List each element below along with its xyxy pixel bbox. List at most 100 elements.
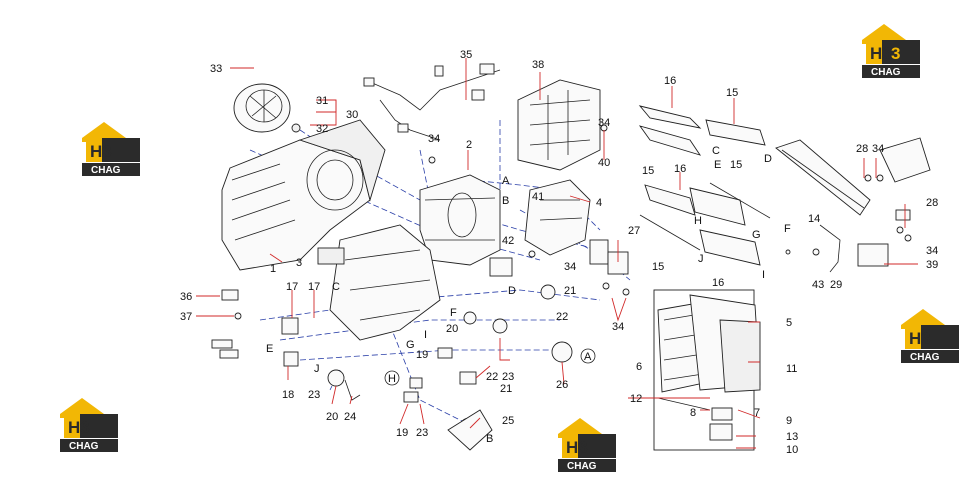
callout-25: 25 xyxy=(502,415,514,427)
callout-19-a: 19 xyxy=(416,349,428,361)
callout-17-b: 17 xyxy=(308,281,320,293)
callout-34-b: 34 xyxy=(598,117,610,129)
callout-40: 40 xyxy=(598,157,610,169)
letter-C-1: C xyxy=(332,281,340,293)
callout-15-a: 15 xyxy=(726,87,738,99)
svg-text:CHAG: CHAG xyxy=(69,441,99,452)
letter-G-2: G xyxy=(752,229,761,241)
letter-E-2: E xyxy=(714,159,721,171)
letter-H-2: H xyxy=(694,215,702,227)
letter-I-1: I xyxy=(424,329,427,341)
callout-16-c: 16 xyxy=(712,277,724,289)
watermark-logo-top-right: H3 3 CHAG xyxy=(862,24,920,78)
callout-21-a: 21 xyxy=(564,285,576,297)
letter-D-2: D xyxy=(764,153,772,165)
callout-29: 29 xyxy=(830,279,842,291)
small-parts xyxy=(211,124,912,451)
callout-4: 4 xyxy=(596,197,602,209)
callout-23-b: 23 xyxy=(502,371,514,383)
letter-F-1: F xyxy=(450,307,457,319)
letter-I-2: I xyxy=(762,269,765,281)
callout-19-b: 19 xyxy=(396,427,408,439)
letter-A-circle xyxy=(580,348,596,364)
callout-2: 2 xyxy=(466,139,472,151)
callout-20-b: 20 xyxy=(326,411,338,423)
blower-motor-part-33 xyxy=(233,83,301,133)
svg-text:H3: H3 xyxy=(90,142,112,161)
watermark-logo-left: H3 CHAG xyxy=(82,122,140,176)
callout-30: 30 xyxy=(346,109,358,121)
callout-24: 24 xyxy=(344,411,356,423)
callout-28-a: 28 xyxy=(856,143,868,155)
letter-H-circle xyxy=(384,370,400,386)
callout-43: 43 xyxy=(812,279,824,291)
callout-34-d: 34 xyxy=(926,245,938,257)
svg-text:CHAG: CHAG xyxy=(871,67,901,78)
filter-panels xyxy=(638,105,771,266)
callout-33: 33 xyxy=(210,63,222,75)
svg-text:H3: H3 xyxy=(909,329,931,348)
svg-text:CHAG: CHAG xyxy=(910,352,940,363)
module-part-42 xyxy=(489,257,513,277)
svg-text:CHAG: CHAG xyxy=(91,165,121,176)
cable-part-29 xyxy=(819,224,841,273)
letter-E-1: E xyxy=(266,343,273,355)
callout-18: 18 xyxy=(282,389,294,401)
callout-42: 42 xyxy=(502,235,514,247)
letter-B-2: B xyxy=(486,433,493,445)
callout-6: 6 xyxy=(636,361,642,373)
callout-16-b: 16 xyxy=(674,163,686,175)
callout-9: 9 xyxy=(786,415,792,427)
callout-11: 11 xyxy=(786,363,797,375)
callout-41: 41 xyxy=(532,191,544,203)
callout-28-b: 28 xyxy=(926,197,938,209)
leader-lines xyxy=(196,58,918,449)
lower-housing-assembly xyxy=(317,224,441,341)
callout-34-a: 34 xyxy=(428,133,440,145)
callout-15-b: 15 xyxy=(642,165,654,177)
callout-17-a: 17 xyxy=(286,281,298,293)
callout-numbers: 1 2 3 4 5 6 7 8 9 10 11 12 13 14 15 15 1… xyxy=(180,49,938,456)
callout-21-b: 21 xyxy=(500,383,512,395)
reference-letters: A A B B C C D D E E F F G G H H I I J J xyxy=(266,145,791,445)
wiring-harness-part-35 xyxy=(363,63,501,141)
callout-8: 8 xyxy=(690,407,696,419)
actuator-part-4 xyxy=(524,179,591,256)
callout-20-a: 20 xyxy=(446,323,458,335)
callout-15-c: 15 xyxy=(730,159,742,171)
callout-13: 13 xyxy=(786,431,798,443)
svg-text:H3: H3 xyxy=(870,44,892,63)
callout-34-f: 34 xyxy=(612,321,624,333)
letter-H-1: H xyxy=(388,373,396,385)
callout-34-c: 34 xyxy=(872,143,884,155)
callout-23-a: 23 xyxy=(308,389,320,401)
callout-5: 5 xyxy=(786,317,792,329)
callout-14: 14 xyxy=(808,213,820,225)
callout-39: 39 xyxy=(926,259,938,271)
svg-text:3: 3 xyxy=(891,44,900,63)
letter-A-2: A xyxy=(584,351,592,363)
evaporator-box xyxy=(653,289,761,451)
callout-38: 38 xyxy=(532,59,544,71)
callout-22-a: 22 xyxy=(556,311,568,323)
callout-10: 10 xyxy=(786,444,798,456)
callout-7: 7 xyxy=(754,407,760,419)
letter-A-1: A xyxy=(502,175,510,187)
watermark-logo-right: H3 CHAG xyxy=(901,309,959,363)
callout-22-b: 22 xyxy=(486,371,498,383)
callout-34-e: 34 xyxy=(564,261,576,273)
callout-16-a: 16 xyxy=(664,75,676,87)
pad-part-39 xyxy=(857,243,889,267)
callout-31: 31 xyxy=(316,95,328,107)
letter-D-1: D xyxy=(508,285,516,297)
letter-G-1: G xyxy=(406,339,415,351)
letter-J-2: J xyxy=(698,253,704,265)
callout-26: 26 xyxy=(556,379,568,391)
link-part-27 xyxy=(589,239,629,275)
watermark-logo-bottom-center: H3 CHAG xyxy=(558,418,616,472)
callout-12: 12 xyxy=(630,393,642,405)
callout-35: 35 xyxy=(460,49,472,61)
heater-core-part-38 xyxy=(517,79,601,171)
callout-23-c: 23 xyxy=(416,427,428,439)
